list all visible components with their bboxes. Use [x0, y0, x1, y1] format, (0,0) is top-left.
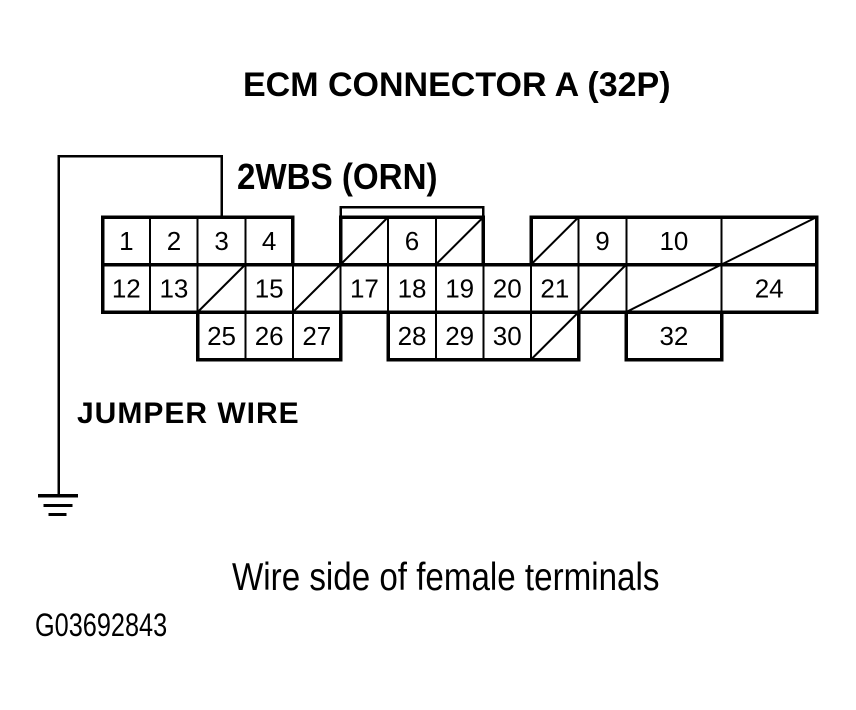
no-terminal-slash [577, 263, 628, 313]
pin-cell [625, 311, 723, 361]
page-title: ECM CONNECTOR A (32P) [243, 66, 671, 104]
pin-number: 20 [493, 273, 522, 303]
pin-number: 25 [207, 321, 236, 351]
no-terminal-slash [721, 216, 818, 266]
pin-number: 24 [755, 273, 784, 303]
pin-number: 3 [214, 226, 228, 256]
pin-cell [244, 263, 294, 313]
connector-block-outline [386, 310, 581, 362]
no-terminal-slash [625, 263, 723, 313]
pin-number: 19 [445, 273, 474, 303]
no-terminal-slash [530, 216, 580, 266]
figure-id: G03692843 [35, 607, 168, 643]
pin-number: 1 [119, 226, 133, 256]
pin-cell [387, 216, 437, 266]
terminal-side-caption: Wire side of female terminals [232, 556, 660, 599]
pin-number: 18 [398, 273, 427, 303]
pin-number: 12 [112, 273, 141, 303]
pin-cell [720, 263, 818, 313]
no-terminal-slash [435, 216, 485, 266]
pin-number: 26 [255, 321, 284, 351]
pin-number: 15 [255, 273, 284, 303]
connector-block-outline [195, 310, 343, 362]
jumper-wire-label: JUMPER WIRE [77, 397, 300, 430]
pin-number: 29 [445, 321, 474, 351]
no-terminal-slash [530, 311, 580, 361]
wire-color-label: 2WBS (ORN) [237, 156, 438, 197]
pin-number: 2 [167, 226, 181, 256]
connector-block-outline [624, 310, 724, 362]
no-terminal-slash [197, 263, 247, 313]
pin-number: 28 [398, 321, 427, 351]
pin-number: 4 [262, 226, 276, 256]
pin-number: 10 [659, 226, 688, 256]
pin-number: 9 [595, 226, 609, 256]
pin-number: 6 [405, 226, 419, 256]
pin-number: 32 [659, 321, 688, 351]
jumper-wire-path [57, 154, 223, 494]
no-terminal-slash [292, 263, 342, 313]
pin-number: 21 [540, 273, 569, 303]
no-terminal-slash [339, 216, 389, 266]
pin-number: 17 [350, 273, 379, 303]
pin-number: 27 [302, 321, 331, 351]
pin-cell [577, 216, 628, 266]
pin-number: 30 [493, 321, 522, 351]
pin-number: 13 [159, 273, 188, 303]
